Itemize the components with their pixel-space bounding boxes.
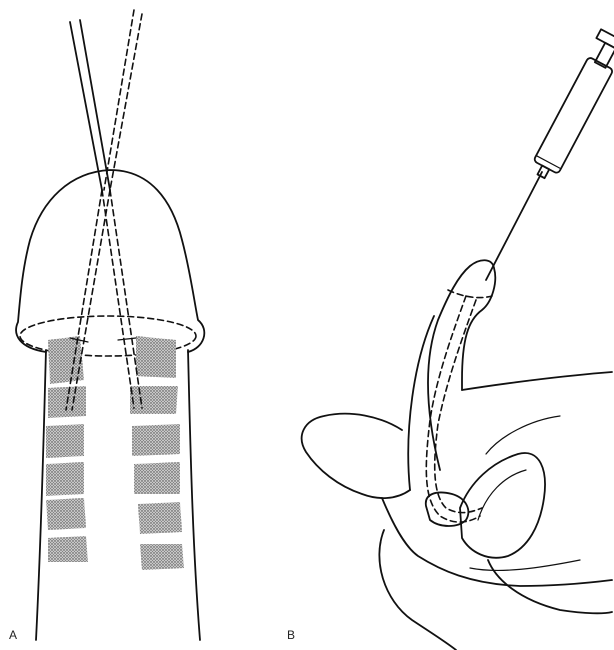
- panel-b-drawing: [302, 29, 614, 650]
- syringe-needle: [486, 172, 542, 280]
- urethra-dashed-2: [435, 300, 482, 513]
- shaded-blocks-left: [46, 336, 88, 562]
- glans-b-dashed: [448, 290, 492, 298]
- pelvic-curve-1: [486, 416, 560, 454]
- needle-track-left-2: [72, 190, 110, 410]
- abdomen-contour: [462, 372, 612, 390]
- glans-outline: [16, 170, 204, 352]
- penis-outline-lower: [408, 316, 434, 490]
- needle-solid: [70, 22, 102, 190]
- perineum-contour: [382, 498, 612, 586]
- shaft-left-edge: [36, 350, 46, 640]
- scrotum-contour: [302, 414, 410, 498]
- shaft-right-edge: [188, 350, 200, 640]
- needle-solid-edge: [80, 20, 110, 190]
- prostate: [426, 493, 469, 527]
- rectum-curve: [379, 530, 456, 650]
- pelvic-curve-2: [470, 560, 580, 570]
- shaded-blocks-right: [130, 336, 184, 570]
- marker-right: [118, 338, 136, 340]
- needle-dashed-upper-2: [110, 14, 142, 190]
- buttock-curve: [488, 560, 612, 613]
- panel-label-a: A: [9, 628, 17, 642]
- needle-track-right-1: [102, 190, 134, 408]
- panel-a-drawing: [16, 10, 204, 640]
- needle-track-left-1: [66, 190, 102, 410]
- syringe: [527, 29, 614, 184]
- penis-outline-upper: [428, 260, 495, 470]
- bladder-inner: [478, 470, 526, 520]
- needle-dashed-upper-1: [104, 10, 134, 190]
- bladder: [460, 453, 545, 558]
- panel-label-b: B: [287, 628, 295, 642]
